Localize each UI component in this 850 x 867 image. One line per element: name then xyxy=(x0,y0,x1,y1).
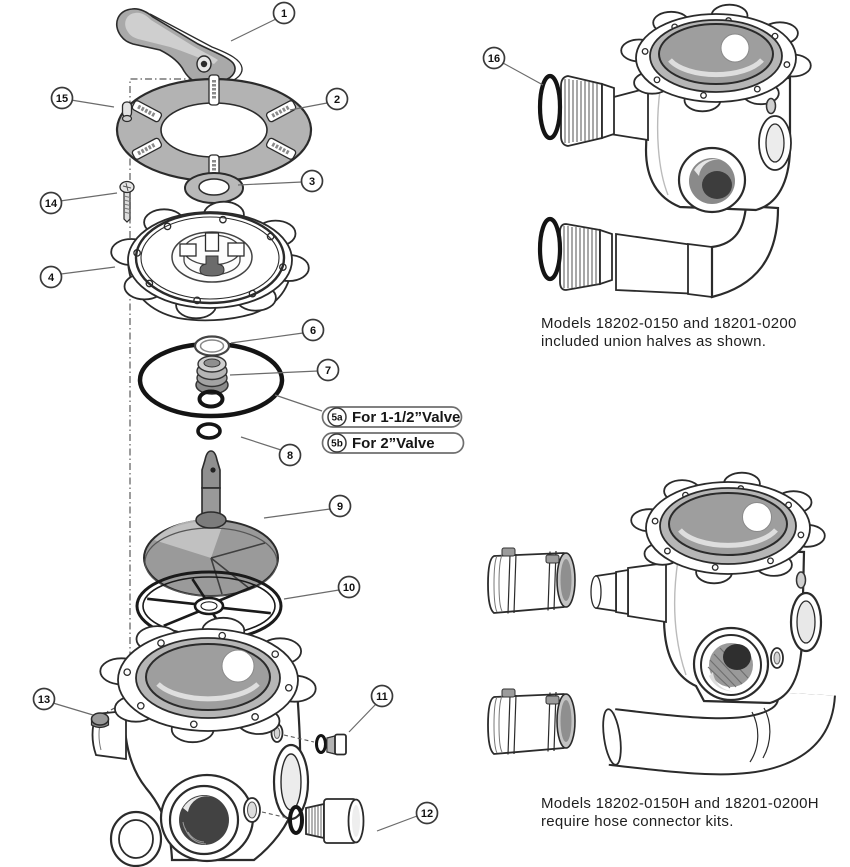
union-elbow xyxy=(710,204,780,299)
callout-12: 12 xyxy=(415,801,439,825)
label-plate-slots xyxy=(131,74,297,186)
part-union-oring-upper xyxy=(537,73,563,141)
part-label-plate xyxy=(115,74,313,186)
hose-connector-lower xyxy=(487,688,576,756)
hose-valve-gauge-port xyxy=(770,647,784,669)
union-upper-pipe xyxy=(609,86,649,142)
leader-6 xyxy=(230,332,304,344)
leader-2 xyxy=(289,102,328,111)
leader-lines xyxy=(52,18,544,832)
callout-8-label: 8 xyxy=(287,450,293,462)
hose-connector xyxy=(487,547,576,614)
callout-11-label: 11 xyxy=(376,691,388,703)
part-valve-body xyxy=(90,616,365,867)
hose-valve-flange xyxy=(630,471,826,585)
part-union-oring-lower xyxy=(537,216,563,282)
pill-5b-text: For 2”Valve xyxy=(352,435,435,452)
assembly-union-valve xyxy=(537,3,812,299)
part-cover xyxy=(110,200,310,322)
union-valve-side-hole xyxy=(765,97,777,115)
note-union-line2: included union halves as shown. xyxy=(541,333,766,350)
callout-2: 2 xyxy=(325,87,349,111)
leader-3 xyxy=(237,181,303,186)
callout-8: 8 xyxy=(278,443,302,467)
part-screw xyxy=(119,180,135,223)
callout-9: 9 xyxy=(328,494,352,518)
body-drain-port xyxy=(243,797,261,823)
part-washer xyxy=(184,172,244,204)
leader-9 xyxy=(263,508,331,519)
callout-6: 6 xyxy=(301,318,325,342)
note-union-line1: Models 18202-0150 and 18201-0200 xyxy=(541,315,797,332)
callout-7: 7 xyxy=(316,358,340,382)
part-nut-13 xyxy=(90,712,110,729)
callout-10-label: 10 xyxy=(343,582,355,594)
note-union-models: Models 18202-0150 and 18201-0200 include… xyxy=(541,315,801,350)
callouts: 1 2 3 4 6 7 8 9 10 11 12 13 14 15 16 xyxy=(32,1,506,825)
callout-3-label: 3 xyxy=(309,176,315,188)
union-nut-upper xyxy=(560,75,615,147)
part-ring-6 xyxy=(193,335,231,357)
callout-13: 13 xyxy=(32,687,56,711)
assembly-hose-valve xyxy=(487,471,836,776)
leader-11 xyxy=(348,703,377,733)
callout-2-label: 2 xyxy=(334,94,340,106)
callout-7-label: 7 xyxy=(325,365,331,377)
leader-12 xyxy=(376,815,418,832)
callout-16-label: 16 xyxy=(488,53,500,65)
pill-5b-number: 5b xyxy=(331,438,343,449)
note-hose-models: Models 18202-0150H and 18201-0200H requi… xyxy=(541,795,823,830)
leader-5a xyxy=(274,394,323,412)
leader-7 xyxy=(229,370,319,376)
leader-15 xyxy=(70,99,115,108)
leader-10 xyxy=(283,589,340,600)
pill-5a-number: 5a xyxy=(331,412,343,423)
callout-14-label: 14 xyxy=(45,198,58,210)
part-seal-stack xyxy=(195,355,229,395)
part-diverter xyxy=(143,450,279,597)
callout-13-label: 13 xyxy=(38,694,50,706)
part-pin xyxy=(121,101,133,123)
leader-8 xyxy=(240,436,282,451)
callout-4: 4 xyxy=(39,265,63,289)
callout-15-label: 15 xyxy=(56,93,68,105)
callout-10: 10 xyxy=(337,575,361,599)
callout-14: 14 xyxy=(39,191,63,215)
union-valve-front-port xyxy=(677,146,747,214)
leader-13 xyxy=(52,702,94,716)
leader-16 xyxy=(502,62,544,86)
callout-9-label: 9 xyxy=(337,501,343,513)
callout-16: 16 xyxy=(482,46,506,70)
callout-4-label: 4 xyxy=(48,272,55,284)
hose-valve-side-hole xyxy=(795,571,807,589)
part-plug-11 xyxy=(283,733,347,756)
callout-3: 3 xyxy=(300,169,324,193)
union-valve-flange xyxy=(620,3,812,113)
part-plug-12 xyxy=(261,798,365,844)
note-hose-line1: Models 18202-0150H and 18201-0200H xyxy=(541,795,819,812)
callout-1-label: 1 xyxy=(281,8,287,20)
callout-11: 11 xyxy=(370,684,394,708)
hose-valve-front-port xyxy=(692,626,770,702)
callout-12-label: 12 xyxy=(421,808,433,820)
hose-valve-pipe-end xyxy=(602,708,622,766)
note-hose-line2: require hose connector kits. xyxy=(541,813,734,830)
pill-5a-text: For 1-1/2”Valve xyxy=(352,409,460,426)
hose-valve-barb-port xyxy=(590,561,667,624)
leader-1 xyxy=(230,18,277,42)
part-oring-seat xyxy=(197,389,225,409)
pill-5b: 5b For 2”Valve xyxy=(321,432,465,454)
pill-5a: 5a For 1-1/2”Valve xyxy=(321,406,463,428)
callout-6-label: 6 xyxy=(310,325,316,337)
callout-1: 1 xyxy=(272,1,296,25)
body-top-flange xyxy=(99,616,317,744)
leader-14 xyxy=(59,192,118,202)
body-front-port xyxy=(159,773,255,863)
cover-hub-socket xyxy=(179,232,245,277)
part-oring-8 xyxy=(196,422,222,440)
union-nut-lower xyxy=(559,223,613,291)
leader-4 xyxy=(60,266,116,275)
callout-15: 15 xyxy=(50,86,74,110)
